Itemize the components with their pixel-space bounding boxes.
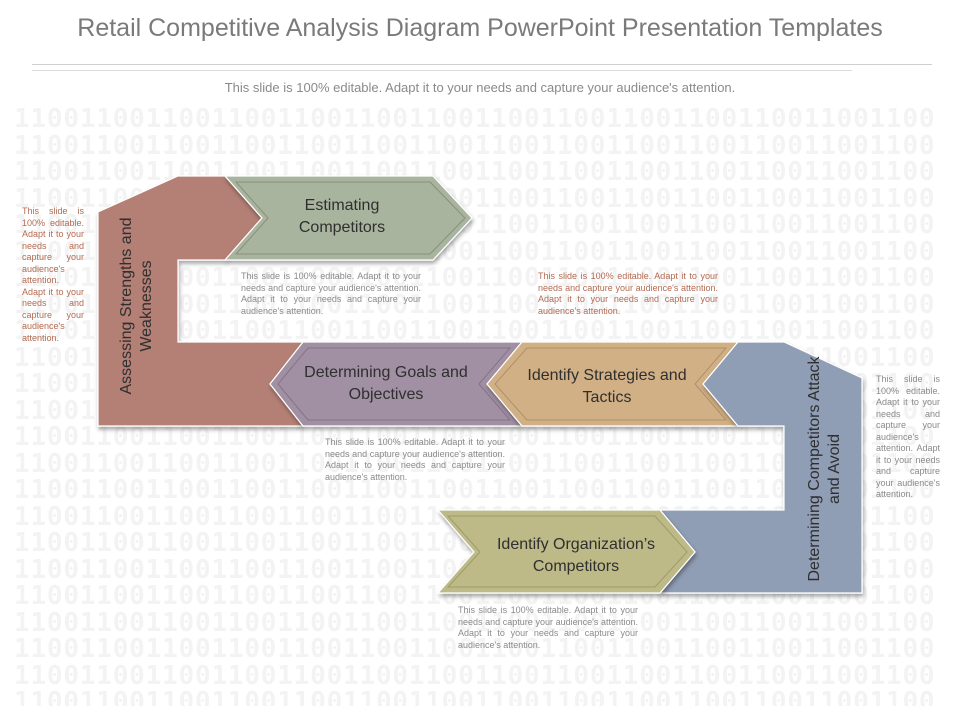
note-goals: This slide is 100% editable. Adapt it to… (325, 437, 505, 482)
shape-assessing-strengths (97, 175, 305, 427)
note-left: This slide is 100% editable. Adapt it to… (22, 206, 84, 343)
slide-subtitle: This slide is 100% editable. Adapt it to… (224, 80, 736, 95)
shape-organization-competitors (436, 509, 696, 594)
note-organization: This slide is 100% editable. Adapt it to… (458, 605, 638, 650)
label-organization-competitors: Identify Organization’s Competitors (496, 536, 655, 575)
shape-estimating-competitors (223, 175, 473, 261)
label-competitors-attack-avoid: Determining Competitors Attack and Avoid (806, 356, 843, 582)
label-determining-goals: Determining Goals and Objectives (304, 364, 468, 403)
note-strategies: This slide is 100% editable. Adapt it to… (538, 271, 718, 316)
label-identify-strategies: Identify Strategies and Tactics (527, 367, 687, 406)
note-estimating: This slide is 100% editable. Adapt it to… (241, 271, 421, 316)
label-assessing-strengths: Assessing Strengths and Weaknesses (118, 217, 155, 395)
label-estimating-competitors: Estimating Competitors (298, 197, 386, 236)
title-divider-secondary (32, 70, 852, 71)
slide-title: Retail Competitive Analysis Diagram Powe… (77, 14, 883, 42)
note-right: This slide is 100% editable. Adapt it to… (876, 374, 940, 499)
title-divider (32, 64, 932, 65)
